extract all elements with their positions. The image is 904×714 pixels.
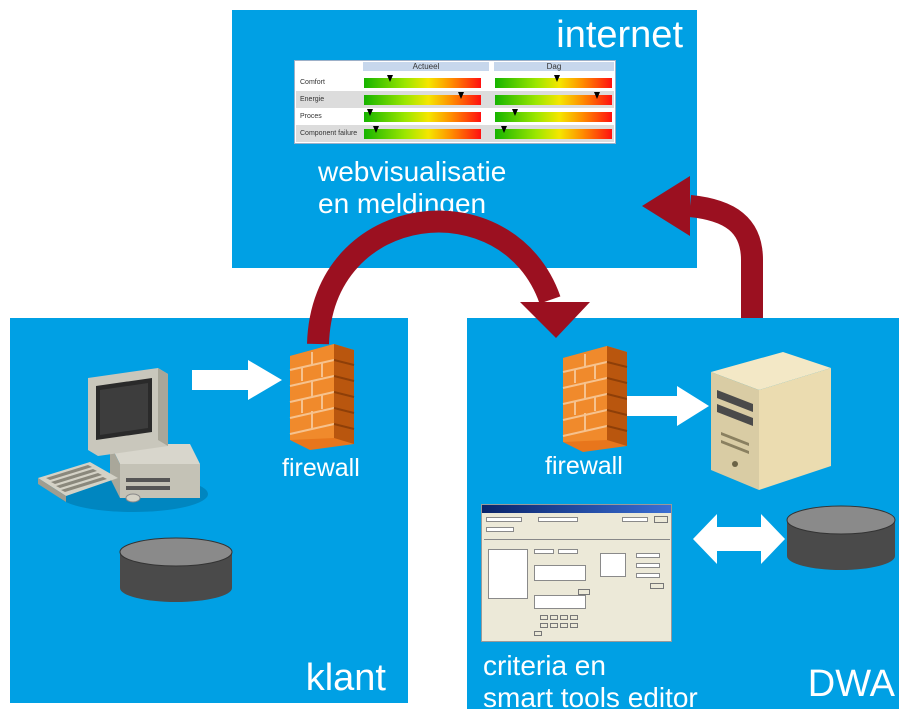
- editor-button: [578, 589, 590, 595]
- dag-gauge-bar: [495, 126, 612, 139]
- double-arrow-icon: [693, 514, 785, 564]
- editor-button: [540, 623, 548, 628]
- editor-divider: [484, 539, 670, 540]
- gauge-marker: [554, 75, 560, 82]
- klant-title: klant: [305, 657, 386, 699]
- web-visualisation-table: Actueel Dag Comfort Energie Proces Compo…: [294, 60, 616, 144]
- klant-panel: klant: [10, 318, 408, 703]
- editor-field: [538, 517, 578, 522]
- editor-button: [540, 615, 548, 620]
- arrow-right-icon: [627, 386, 709, 426]
- dag-gauge-bar: [495, 75, 612, 88]
- gauge-marker: [386, 75, 393, 82]
- table-row: Proces: [296, 108, 614, 125]
- actueel-gauge-bar: [364, 75, 481, 88]
- actueel-gauge-bar: [364, 126, 481, 139]
- internet-panel: internet Actueel Dag Comfort Energie Pro…: [232, 10, 697, 268]
- editor-button: [550, 615, 558, 620]
- editor-field: [636, 563, 660, 568]
- firewall-label: firewall: [282, 454, 360, 482]
- dwa-panel: DWA firewall: [467, 318, 899, 713]
- editor-field: [636, 573, 660, 578]
- gauge-marker: [372, 126, 379, 133]
- editor-button: [570, 623, 578, 628]
- web-caption: webvisualisatie en meldingen: [318, 156, 506, 220]
- editor-button: [550, 623, 558, 628]
- editor-field: [534, 565, 586, 581]
- editor-button: [560, 623, 568, 628]
- editor-caption: criteria en smart tools editor: [483, 650, 698, 714]
- column-header-dag: Dag: [494, 62, 614, 71]
- gauge-marker: [501, 126, 508, 133]
- dag-gauge-bar: [495, 109, 612, 122]
- table-row: Energie: [296, 91, 614, 108]
- editor-field: [558, 549, 578, 554]
- column-header-actueel: Actueel: [363, 62, 489, 71]
- actueel-gauge-bar: [364, 92, 481, 105]
- database-icon: [119, 537, 233, 602]
- editor-field: [486, 517, 522, 522]
- row-label: Component failure: [300, 130, 358, 137]
- editor-window-icon: [481, 504, 672, 642]
- row-label: Comfort: [300, 79, 325, 86]
- gauge-marker: [593, 92, 600, 99]
- row-label: Energie: [300, 96, 325, 103]
- editor-button: [650, 583, 664, 589]
- red-curved-arrow-shaft: [688, 195, 763, 318]
- editor-list: [488, 549, 528, 599]
- editor-list: [600, 553, 626, 577]
- row-label: Proces: [300, 113, 322, 120]
- editor-titlebar: [482, 505, 671, 513]
- table-row: Component failure: [296, 125, 614, 142]
- actueel-gauge-bar: [364, 109, 481, 122]
- firewall-icon: [289, 344, 355, 450]
- editor-field: [622, 517, 648, 522]
- editor-button: [534, 631, 542, 636]
- firewall-label: firewall: [545, 452, 623, 480]
- web-caption-line2: en meldingen: [318, 188, 487, 219]
- gauge-marker: [366, 109, 373, 116]
- editor-field: [534, 549, 554, 554]
- editor-caption-line1: criteria en: [483, 650, 606, 681]
- web-caption-line1: webvisualisatie: [318, 156, 507, 187]
- dwa-title: DWA: [807, 663, 895, 705]
- internet-title: internet: [556, 14, 683, 56]
- firewall-icon: [562, 346, 628, 452]
- gauge-marker: [511, 109, 518, 116]
- desktop-computer-icon: [38, 368, 208, 512]
- table-row: Comfort: [296, 74, 614, 91]
- dag-gauge-bar: [495, 92, 612, 105]
- arrow-right-icon: [192, 360, 282, 400]
- server-icon: [711, 352, 831, 490]
- editor-button: [654, 516, 668, 523]
- editor-button: [560, 615, 568, 620]
- editor-button: [570, 615, 578, 620]
- database-icon: [786, 505, 896, 570]
- gauge-marker: [458, 92, 465, 99]
- editor-field: [486, 527, 514, 532]
- editor-caption-line2: smart tools editor: [483, 682, 698, 713]
- editor-field: [534, 595, 586, 609]
- editor-field: [636, 553, 660, 558]
